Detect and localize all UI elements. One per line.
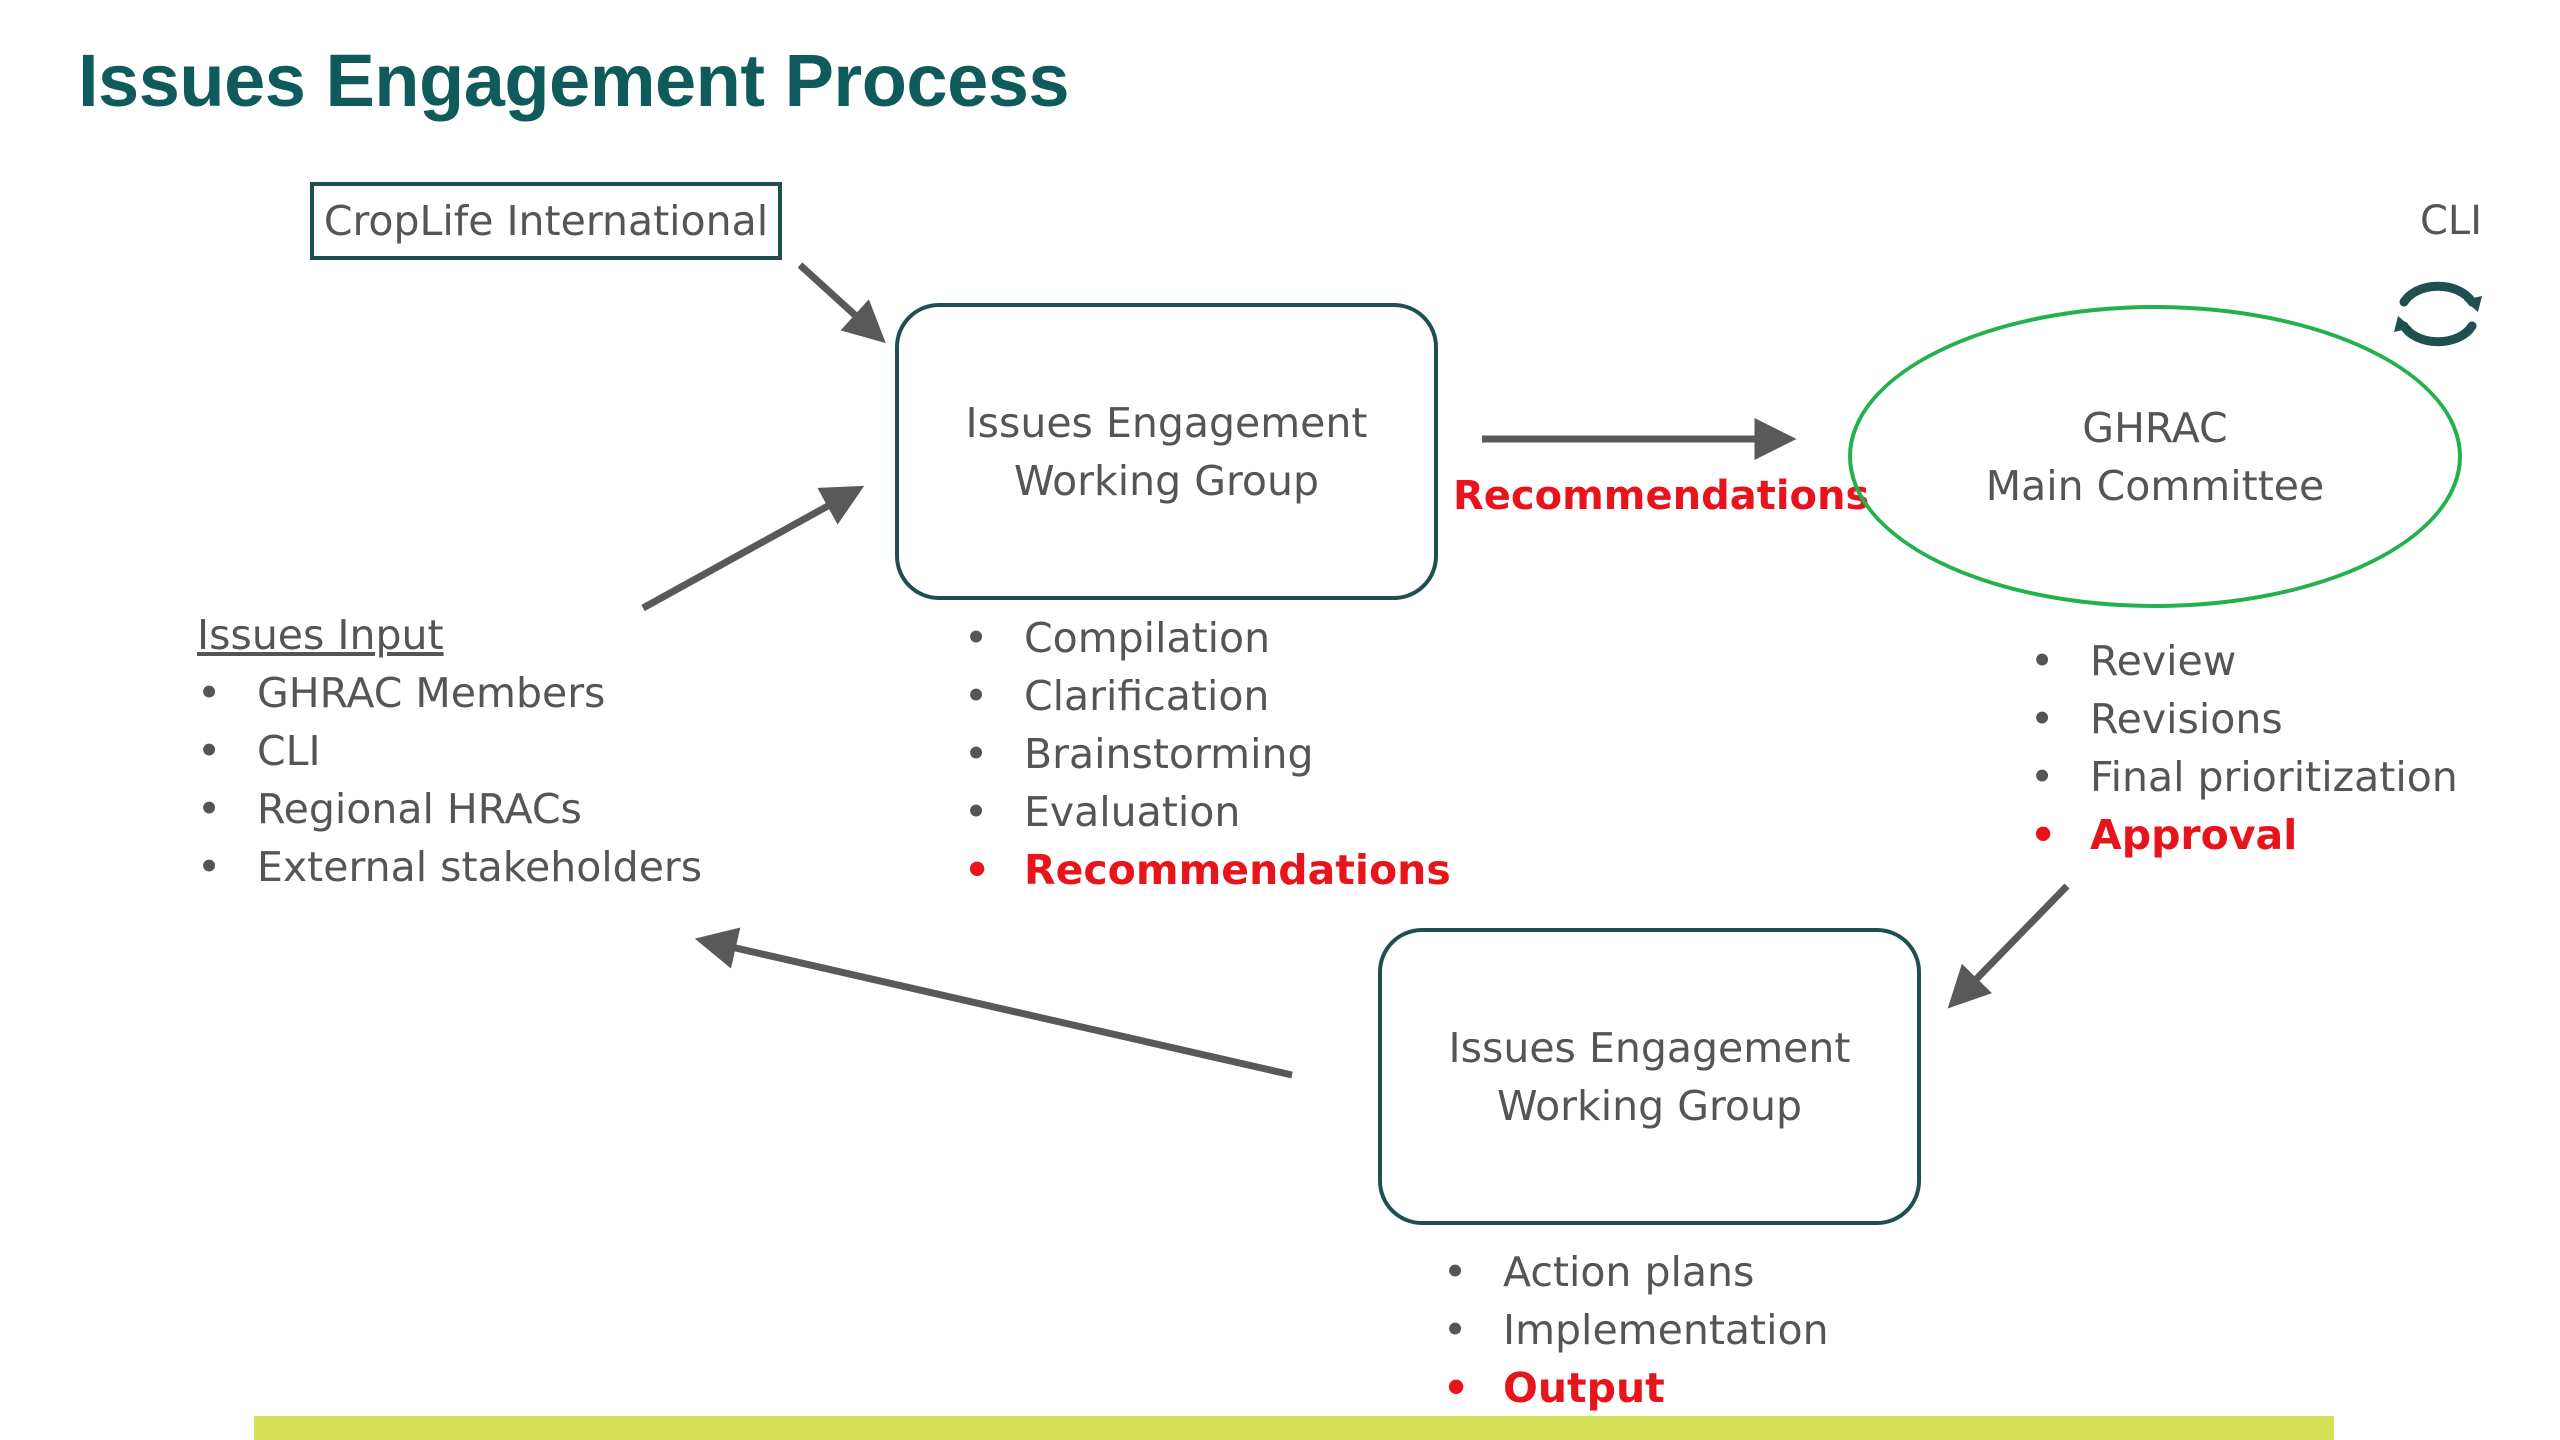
arrow-input-to-working-group	[641, 485, 865, 612]
working-group-bottom-task-item: Action plans	[1443, 1243, 1829, 1301]
working-group-bottom-box: Issues Engagement Working Group	[1378, 928, 1921, 1225]
arrow-working-group-bottom-to-input	[694, 927, 1293, 1079]
issues-input-list: GHRAC Members CLI Regional HRACs Externa…	[197, 664, 702, 896]
ghrac-task-item: Approval	[2030, 806, 2458, 864]
cycle-icon	[2394, 281, 2482, 347]
croplife-international-label: CropLife International	[323, 197, 769, 245]
recommendations-edge-label: Recommendations	[1453, 473, 1870, 519]
ghrac-line1: GHRAC	[2082, 403, 2228, 452]
working-group-bottom-line2: Working Group	[1496, 1081, 1803, 1130]
ghrac-task-item: Review	[2030, 632, 2458, 690]
working-group-bottom-task-list: Action plans Implementation Output	[1443, 1243, 1829, 1417]
ghrac-main-committee-ellipse: GHRAC Main Committee	[1848, 305, 2462, 608]
footer-accent-bar	[254, 1416, 2334, 1440]
working-group-bottom-task-item: Implementation	[1443, 1301, 1829, 1359]
cli-cycle-label: CLI	[2420, 198, 2483, 244]
working-group-task-item: Evaluation	[964, 783, 1451, 841]
ghrac-task-item: Revisions	[2030, 690, 2458, 748]
working-group-top-line2: Working Group	[1013, 456, 1320, 505]
issues-input-item: CLI	[197, 722, 702, 780]
page-title: Issues Engagement Process	[78, 39, 1070, 122]
ghrac-line2: Main Committee	[1985, 461, 2325, 510]
arrow-source-to-working-group	[797, 262, 886, 344]
working-group-task-list: Compilation Clarification Brainstorming …	[964, 609, 1451, 899]
issues-input-heading: Issues Input	[197, 611, 444, 659]
issues-input-item: Regional HRACs	[197, 780, 702, 838]
working-group-task-item: Recommendations	[964, 841, 1451, 899]
working-group-bottom-line1: Issues Engagement	[1448, 1023, 1851, 1072]
ghrac-task-item: Final prioritization	[2030, 748, 2458, 806]
working-group-task-item: Compilation	[964, 609, 1451, 667]
working-group-task-item: Clarification	[964, 667, 1451, 725]
working-group-task-item: Brainstorming	[964, 725, 1451, 783]
arrow-ghrac-to-working-group-bottom	[1947, 883, 2070, 1009]
croplife-international-box: CropLife International	[310, 182, 782, 260]
ghrac-task-list: Review Revisions Final prioritization Ap…	[2030, 632, 2458, 864]
working-group-bottom-task-item: Output	[1443, 1359, 1829, 1417]
working-group-top-line1: Issues Engagement	[965, 398, 1368, 447]
issues-input-item: External stakeholders	[197, 838, 702, 896]
working-group-top-box: Issues Engagement Working Group	[895, 303, 1438, 600]
issues-input-item: GHRAC Members	[197, 664, 702, 722]
